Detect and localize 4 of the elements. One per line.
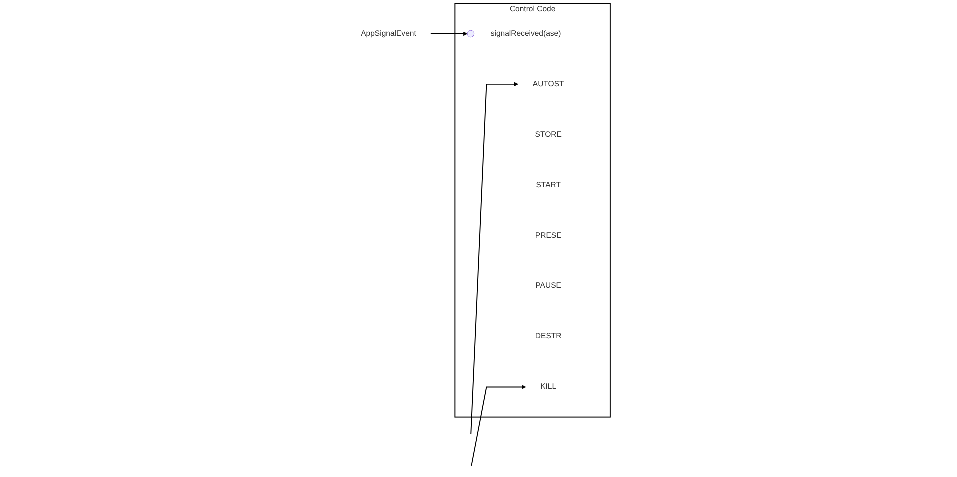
arrow — [470, 82, 519, 435]
arrow — [430, 32, 468, 36]
node-circle — [467, 30, 475, 38]
arrow — [471, 385, 526, 466]
